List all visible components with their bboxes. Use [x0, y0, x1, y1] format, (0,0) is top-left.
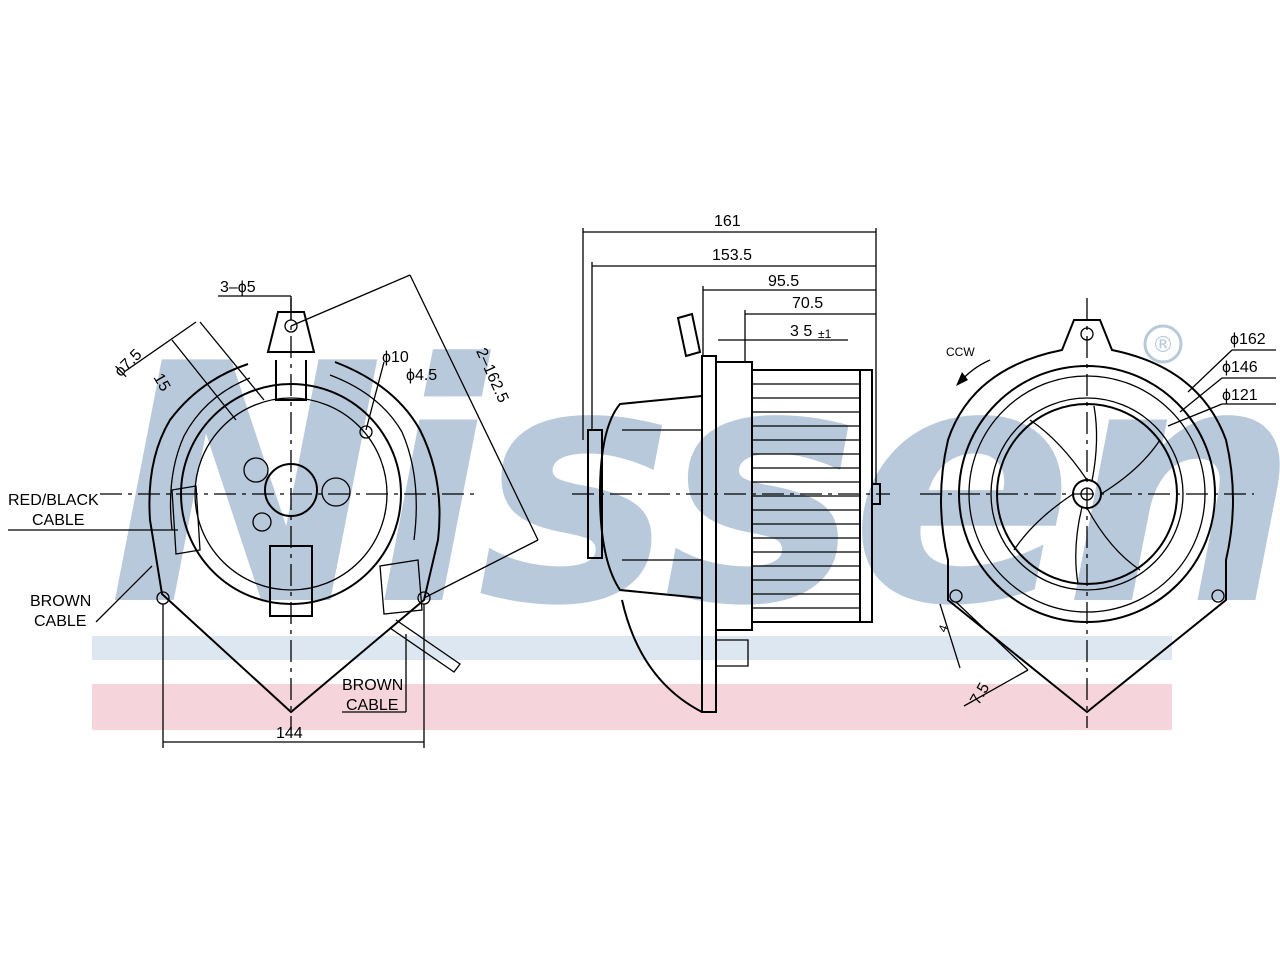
- front-brown-left-label-2: CABLE: [34, 613, 86, 630]
- rear-dim-4-line: [939, 603, 961, 669]
- front-housing-inner: [169, 374, 417, 541]
- front-connector-right: [379, 559, 423, 615]
- front-screw: [252, 512, 272, 532]
- front-redblack-label-2: CABLE: [32, 512, 84, 529]
- front-15-label: 15: [150, 371, 174, 395]
- rear-wheel-blade-ring-inner: [990, 397, 1184, 591]
- watermark-band-blue: [92, 636, 1172, 660]
- front-bottom-tab: [269, 545, 313, 617]
- front-redblack-label-1: RED/BLACK: [8, 492, 99, 509]
- rear-phi146-leader: [1179, 377, 1223, 413]
- front-brown-left-label-1: BROWN: [30, 593, 91, 610]
- rear-wheel-outer: [958, 365, 1216, 623]
- front-phi10-label: ϕ10: [382, 349, 409, 366]
- side-bottom-housing: [621, 599, 703, 713]
- side-1535-label: 153.5: [712, 247, 752, 264]
- side-161-label: 161: [714, 213, 741, 230]
- side-955-label: 95.5: [768, 273, 799, 290]
- rear-dim-75-line: [963, 669, 1029, 707]
- front-shaft-boss: [264, 463, 318, 517]
- side-35-tolerance: ±1: [818, 327, 832, 341]
- rear-right-hole: [1211, 589, 1225, 603]
- watermark-logo-text: Nissens: [108, 294, 1280, 678]
- rear-4-label: 4: [935, 623, 951, 634]
- side-motor-shaft-cap: [587, 429, 603, 559]
- front-top-tab: [266, 311, 316, 401]
- side-connector: [716, 639, 749, 667]
- front-brown-right-label-1: BROWN: [342, 677, 403, 694]
- side-top-tab: [676, 312, 702, 358]
- side-705-label: 70.5: [792, 295, 823, 312]
- front-brown-cable-wire: [389, 619, 461, 673]
- side-flange: [701, 355, 717, 713]
- front-brown-left-leader: [95, 565, 153, 623]
- rear-phi162-label: ϕ162: [1230, 331, 1266, 348]
- rear-ccw-arrowhead: [956, 372, 968, 386]
- rear-ccw-label: CCW: [946, 345, 975, 359]
- rear-housing-outline: [940, 319, 1234, 714]
- front-phi75-leader: [123, 321, 197, 373]
- front-connector-left: [171, 485, 201, 555]
- side-35-label: 3 5: [790, 323, 812, 340]
- front-pcd-dim: [409, 274, 539, 541]
- rear-phi146-label: ϕ146: [1222, 359, 1258, 376]
- registered-mark: ®: [1152, 333, 1174, 358]
- front-small-hole-right: [321, 477, 351, 507]
- front-small-hole-left: [243, 457, 269, 483]
- front-phi10-leader: [365, 361, 385, 431]
- front-holes-label: 3–ϕ5: [220, 279, 256, 296]
- side-motor-body: [598, 394, 703, 600]
- rear-phi162-leader: [1187, 349, 1233, 393]
- front-housing-outline: [148, 361, 441, 714]
- front-motor-ring-inner: [194, 397, 388, 591]
- rear-phi121-label: ϕ121: [1222, 387, 1258, 404]
- front-pcd-line-2: [423, 539, 539, 599]
- front-motor-ring-outer: [180, 383, 402, 605]
- front-brown-right-label-2: CABLE: [346, 697, 398, 714]
- side-wheel-hub-plate: [715, 361, 753, 631]
- rear-view: CCW ϕ162 ϕ146 ϕ121 4 7.5: [920, 298, 1276, 728]
- rear-wheel-blade-ring-outer: [968, 375, 1206, 613]
- rear-wheel-inner: [996, 403, 1178, 585]
- registered-mark-circle: [1143, 324, 1183, 364]
- front-15-leader: [171, 339, 237, 421]
- side-view: 161 153.5 95.5 70.5 3 5 ±1: [572, 213, 890, 713]
- front-phi10-hole: [359, 425, 373, 439]
- rear-dim-75-ext: [955, 601, 1029, 671]
- rear-phi121-leader: [1167, 403, 1223, 427]
- front-phi45-label: ϕ4.5: [406, 367, 437, 384]
- front-width-label: 144: [276, 725, 303, 742]
- watermark: Nissens ®: [92, 294, 1280, 730]
- front-15-leader-2: [199, 321, 265, 401]
- watermark-band-pink: [92, 684, 1172, 730]
- rear-hub-inner: [1080, 487, 1094, 501]
- front-pcd-line: [290, 274, 411, 327]
- side-wheel-blades: [752, 383, 860, 609]
- rear-top-hole: [1080, 327, 1094, 341]
- rear-spokes: [1013, 405, 1161, 585]
